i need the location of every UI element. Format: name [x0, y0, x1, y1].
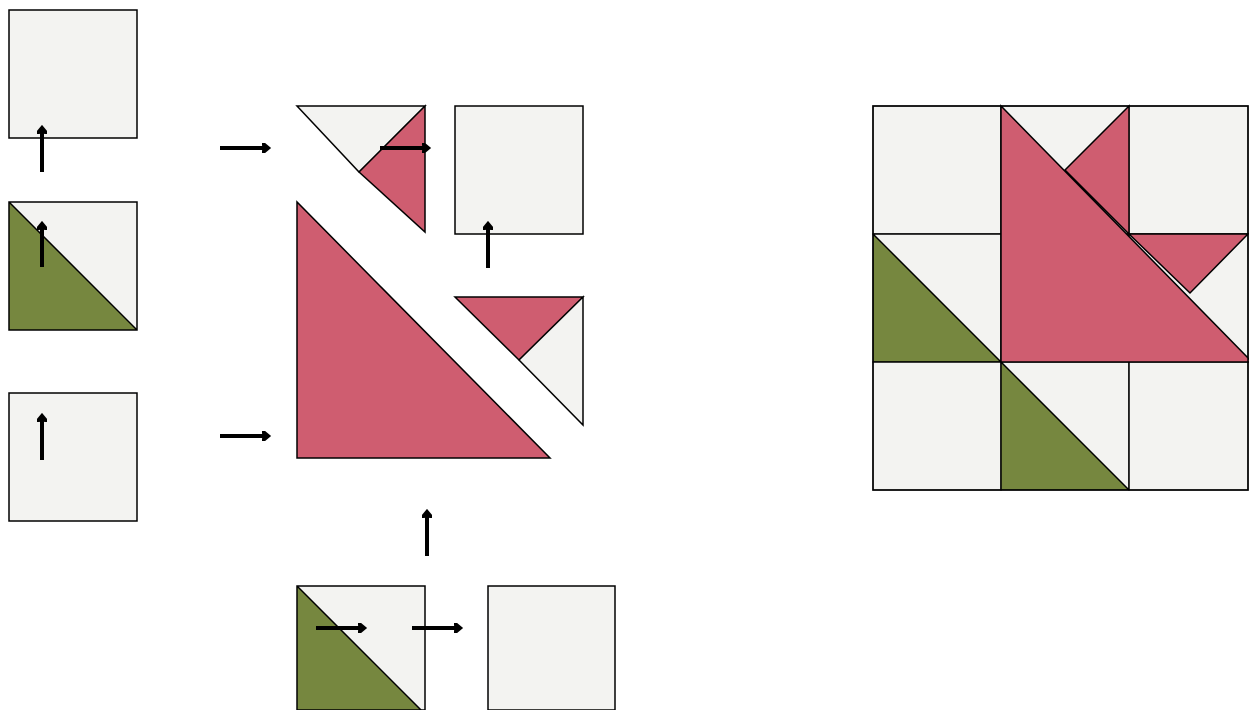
background-square-middle-top: [455, 106, 583, 234]
finished-block: [873, 106, 1249, 490]
background-square-top-left: [9, 10, 137, 138]
background-square-bottom-left: [9, 393, 137, 521]
green-hst-bottom: [297, 586, 425, 710]
finished-green-hst-row3: [1001, 362, 1129, 490]
small-split-triangle-pair: [297, 106, 425, 232]
background-square-bottom-middle: [488, 586, 615, 710]
finished-green-hst-row2: [873, 234, 1001, 362]
green-hst-left: [9, 202, 137, 330]
